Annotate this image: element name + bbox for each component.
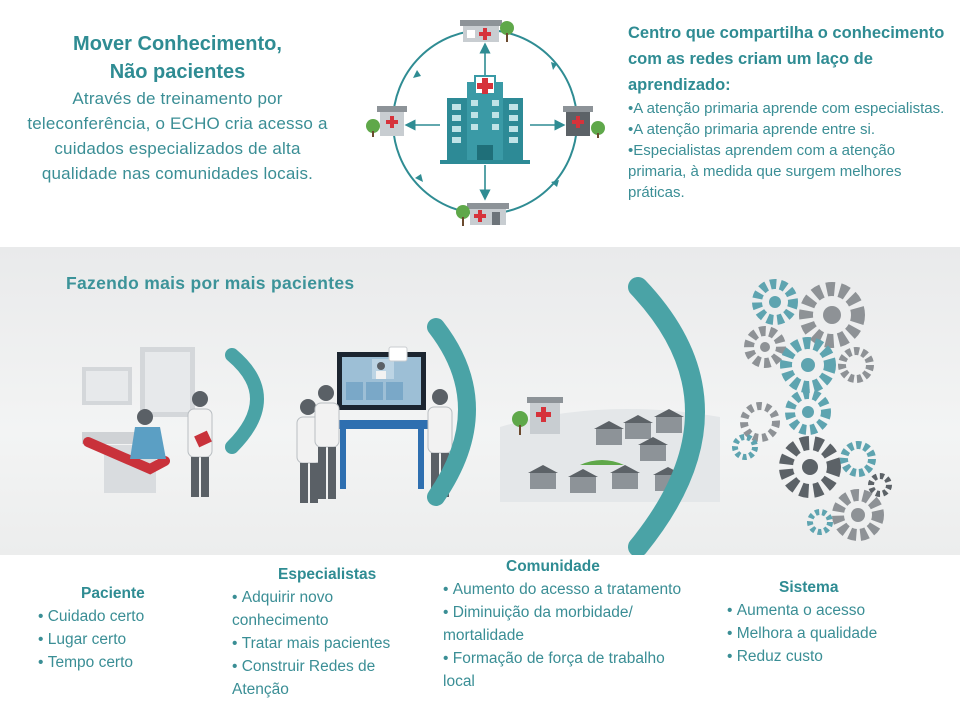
gear-icon [732, 434, 758, 460]
clinic-icon-right [563, 106, 605, 138]
gear-icon [799, 282, 865, 348]
column-comunidade: Comunidade Aumento do acesso a tratament… [443, 555, 683, 693]
column-paciente-item-1: Cuidado certo [38, 605, 228, 628]
column-sistema-item-1: Aumenta o acesso [727, 599, 937, 622]
clinic-icon-top [460, 20, 514, 42]
column-especialistas-title: Especialistas [278, 566, 377, 583]
learning-loop-bullet-1: •A atenção primaria aprende com especial… [628, 100, 945, 117]
loop-arrowhead [415, 174, 423, 182]
gear-icon [740, 402, 780, 442]
column-especialistas: Especialistas Adquirir novo conhecimento… [232, 563, 427, 701]
column-sistema-title: Sistema [779, 579, 839, 596]
column-especialistas-item-1: Adquirir novo conhecimento [232, 586, 427, 632]
gear-icon [868, 473, 892, 497]
intro-body: Através de treinamento por teleconferênc… [27, 89, 328, 183]
impact-illustration [82, 277, 892, 555]
system-gears [732, 279, 892, 541]
clinic-icon-bottom [456, 203, 509, 226]
patient-scene [82, 347, 213, 497]
community-scene [500, 397, 720, 502]
intro-block: Mover Conhecimento, Não pacientes Atravé… [20, 30, 335, 186]
impact-arc-1 [225, 348, 264, 454]
impact-arc-2 [427, 318, 476, 506]
loop-arrowhead [551, 180, 559, 187]
impact-arc-3 [628, 277, 705, 555]
intro-title-line1: Mover Conhecimento, [73, 33, 282, 55]
gear-icon [838, 347, 874, 383]
gear-icon [832, 489, 884, 541]
gear-icon [840, 441, 876, 477]
column-comunidade-item-3: Formação de força de trabalho local [443, 647, 683, 693]
central-hospital-icon [440, 75, 530, 164]
gear-icon [785, 389, 831, 435]
column-sistema: Sistema Aumenta o acesso Melhora a quali… [727, 576, 937, 668]
learning-loop-block: Centro que compartilha o conhecimento co… [628, 20, 953, 203]
learning-loop-bullet-3: •Especialistas aprendem com a atenção pr… [628, 142, 902, 201]
band-title: Fazendo mais por mais pacientes [66, 273, 355, 293]
column-comunidade-item-2: Diminuição da morbidade/ mortalidade [443, 601, 683, 647]
column-paciente: Paciente Cuidado certo Lugar certo Tempo… [38, 582, 228, 674]
gear-icon [780, 337, 836, 393]
specialists-scene [296, 346, 453, 503]
column-paciente-title: Paciente [81, 585, 145, 602]
learning-loop-bullet-2: •A atenção primaria aprende entre si. [628, 121, 876, 138]
column-especialistas-item-3: Construir Redes de Atenção [232, 655, 427, 701]
gear-icon [807, 509, 833, 535]
column-sistema-item-3: Reduz custo [727, 645, 937, 668]
column-paciente-item-2: Lugar certo [38, 628, 228, 651]
gear-icon [744, 326, 786, 368]
loop-arrowhead [413, 70, 421, 78]
intro-title-line2: Não pacientes [109, 61, 246, 83]
gear-icon [752, 279, 798, 325]
column-comunidade-title: Comunidade [506, 558, 600, 575]
column-sistema-item-2: Melhora a qualidade [727, 622, 937, 645]
column-paciente-item-3: Tempo certo [38, 651, 228, 674]
loop-arrowhead [551, 62, 557, 70]
learning-loop-title: Centro que compartilha o conhecimento co… [628, 24, 945, 94]
column-especialistas-item-2: Tratar mais pacientes [232, 632, 427, 655]
hub-network-illustration [366, 20, 605, 226]
column-comunidade-item-1: Aumento do acesso a tratamento [443, 578, 683, 601]
clinic-icon-left [366, 106, 407, 137]
gear-icon [779, 436, 841, 498]
